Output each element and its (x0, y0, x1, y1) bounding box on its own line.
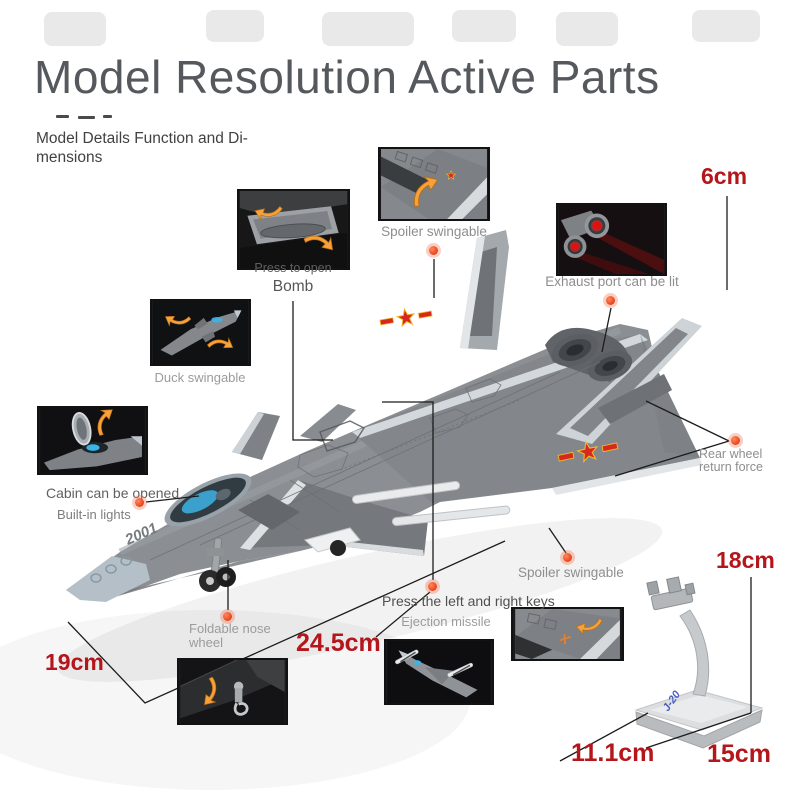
star-roundel (557, 439, 619, 463)
callout-label-spoiler-bottom: Spoiler swingable (518, 565, 624, 580)
nose-gear (199, 537, 236, 592)
inset-ejection (384, 639, 494, 705)
aircraft-shadow (57, 518, 663, 682)
callout-lines (67, 196, 752, 762)
callout-dot-icon (606, 296, 615, 305)
callout-line-spoiler-bottom (548, 527, 567, 554)
subtitle: Model Details Function and Di- mensions (36, 129, 248, 167)
callout-line-eject-inset (375, 591, 431, 638)
stand-bracket (646, 576, 696, 611)
inset-nose-wheel (177, 658, 288, 725)
callout-label-nose-wheel-1: Foldable nose (189, 621, 271, 636)
callout-line-exhaust (601, 307, 612, 353)
callout-label-duck: Duck swingable (154, 370, 246, 385)
callout-label-spoiler-top: Spoiler swingable (381, 224, 487, 239)
callout-label-nose-wheel-2: wheel (189, 635, 223, 650)
inset-bomb (237, 189, 350, 270)
dim-label-24-5cm: 24.5cm (296, 629, 381, 657)
callout-label-ejection: Ejection missile (401, 614, 491, 629)
callout-label-bomb: Bomb (272, 278, 314, 295)
cropped-top-remnant (452, 10, 516, 42)
canard (300, 404, 356, 442)
callout-line-bomb (292, 301, 333, 441)
callout-dot-icon (731, 436, 740, 445)
callout-line-rear-wheel (614, 400, 730, 477)
spoiler-top-photo (381, 149, 487, 219)
dim-line-19-24 (67, 540, 506, 704)
callout-label-built-in-lights: Built-in lights (57, 507, 131, 522)
cropped-top-remnant (44, 12, 106, 46)
vertical-fin (460, 230, 509, 350)
callout-dot-icon (223, 612, 232, 621)
spoiler-bottom-photo (515, 609, 620, 659)
inset-duck (150, 299, 251, 366)
canard (232, 412, 280, 460)
callout-dot-icon (429, 246, 438, 255)
duck-photo (153, 301, 248, 364)
cropped-top-remnant (692, 10, 760, 42)
bomb-photo (239, 191, 348, 268)
dim-label-11-1cm: 11.1cm (571, 739, 655, 767)
dim-line-11cm (559, 712, 649, 762)
callout-label-rear-wheel-1: Rear wheel (699, 447, 763, 461)
cropped-text-remnant (78, 116, 95, 119)
dim-line-15cm (645, 712, 752, 749)
cropped-top-remnant (206, 10, 264, 42)
nose-cone (66, 556, 150, 602)
cropped-top-remnant (322, 12, 414, 46)
jet-model: 2001 (66, 230, 702, 602)
callout-label-press-to-open: Press to open (254, 261, 332, 275)
inset-cabin (37, 404, 148, 475)
ejection-photo (387, 641, 491, 703)
callout-label-press-keys: Press the left and right keys (382, 593, 555, 609)
cropped-text-remnant (56, 115, 69, 118)
dim-label-19cm: 19cm (45, 649, 104, 675)
cropped-top-remnant (556, 12, 618, 46)
inset-exhaust (556, 203, 667, 276)
nose-wheel-photo (180, 659, 285, 723)
dim-label-18cm: 18cm (716, 547, 775, 573)
inset-spoiler-top (378, 147, 490, 221)
callout-dot-icon (563, 553, 572, 562)
dim-label-15cm: 15cm (707, 740, 771, 768)
callout-line-eject-keys (382, 401, 434, 580)
callout-label-exhaust: Exhaust port can be lit (545, 274, 679, 289)
callout-dot-icon (135, 498, 144, 507)
cropped-text-remnant (103, 115, 112, 118)
engine-nozzles (545, 327, 633, 382)
callout-dot-icon (428, 582, 437, 591)
callout-line-cabin (145, 495, 200, 503)
inset-spoiler-bottom (511, 607, 624, 661)
display-stand: J-20 (634, 576, 764, 749)
subtitle-line2: mensions (36, 149, 103, 166)
subtitle-line1: Model Details Function and Di- (36, 130, 248, 147)
exhaust-photo (559, 205, 664, 274)
page-title: Model Resolution Active Parts (34, 51, 660, 103)
dim-label-6cm: 6cm (701, 163, 748, 189)
star-roundel (379, 307, 433, 328)
callout-label-cabin: Cabin can be opened (46, 485, 180, 501)
cabin-photo (40, 404, 145, 473)
callout-label-rear-wheel-2: return force (699, 460, 763, 474)
cockpit-canopy (164, 473, 252, 527)
